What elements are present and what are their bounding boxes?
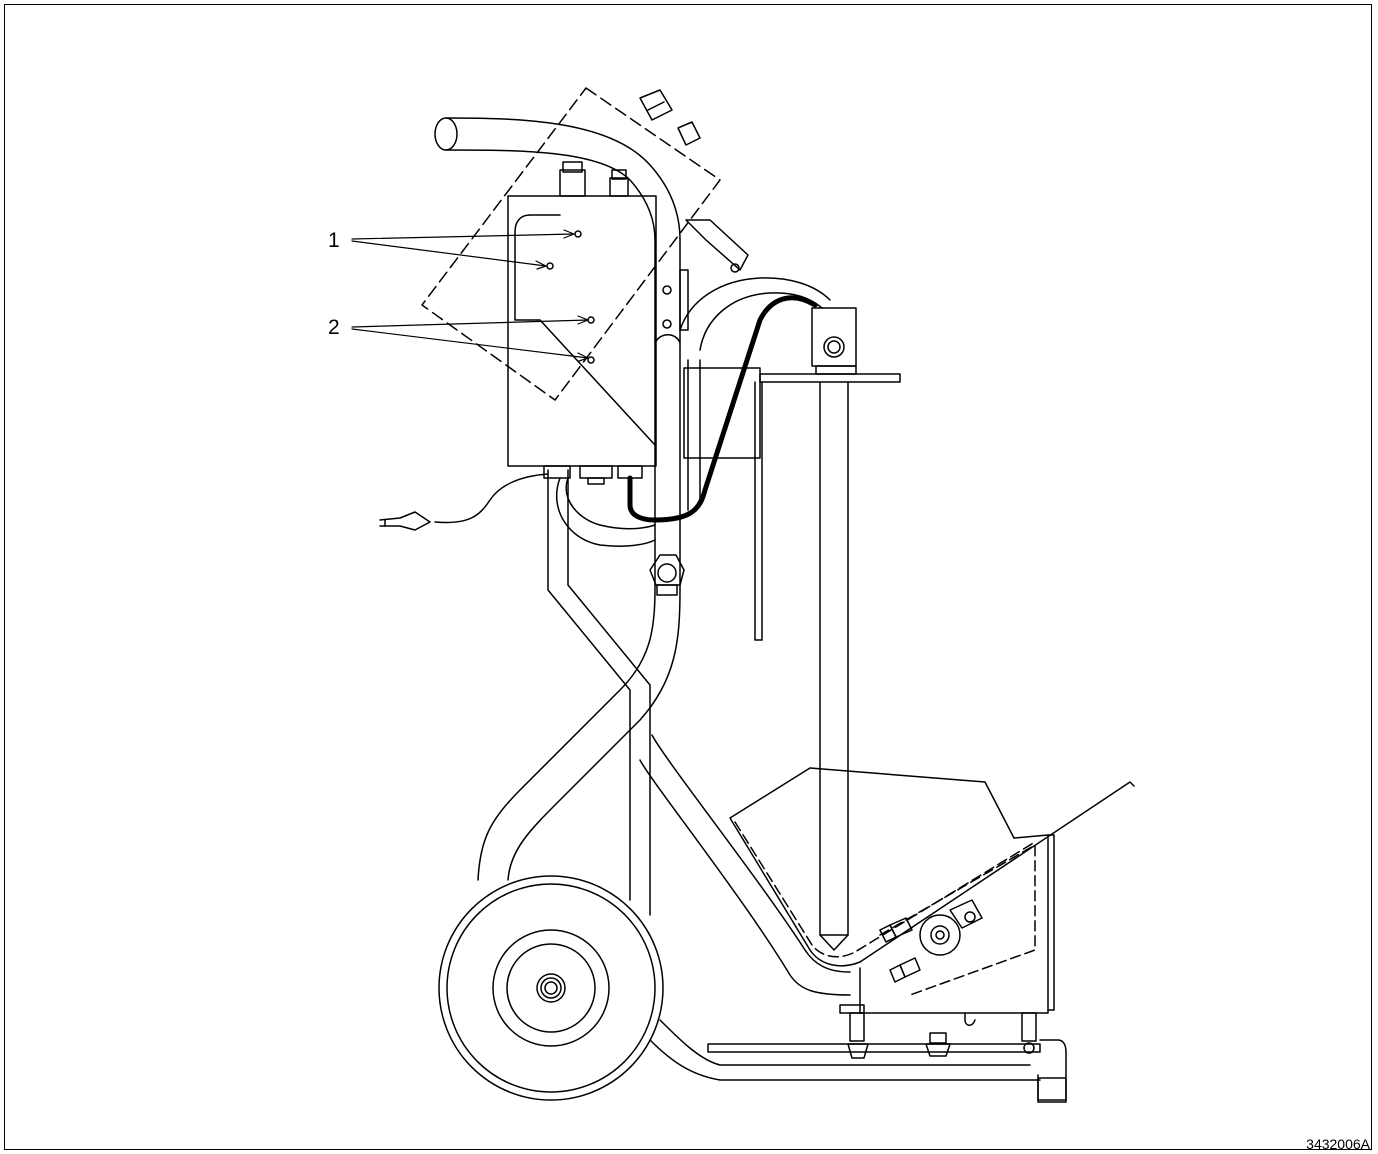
ground-cable	[379, 473, 549, 531]
callout-2: 2	[328, 316, 340, 339]
figure-frame	[4, 4, 1372, 1150]
pump-housing	[859, 834, 1055, 1014]
handle-bracket	[654, 219, 749, 344]
pump-mounts	[839, 1004, 1037, 1059]
cart-handle	[434, 117, 681, 881]
control-box-alt-knobs	[639, 89, 701, 146]
control-box-alt-position	[421, 87, 721, 401]
hopper	[729, 767, 1135, 967]
handle-knob	[649, 554, 685, 596]
rear-frame-tube	[547, 469, 851, 996]
base-rail	[649, 1019, 1067, 1103]
suction-tube	[819, 381, 849, 951]
callout-1: 1	[328, 229, 340, 252]
wheel	[438, 875, 664, 1101]
figure-id: 3432006A	[1306, 1136, 1370, 1152]
control-box	[507, 161, 657, 485]
pump-manifold	[683, 307, 901, 641]
callout-leaders	[351, 229, 589, 362]
fluid-hose	[555, 277, 831, 547]
